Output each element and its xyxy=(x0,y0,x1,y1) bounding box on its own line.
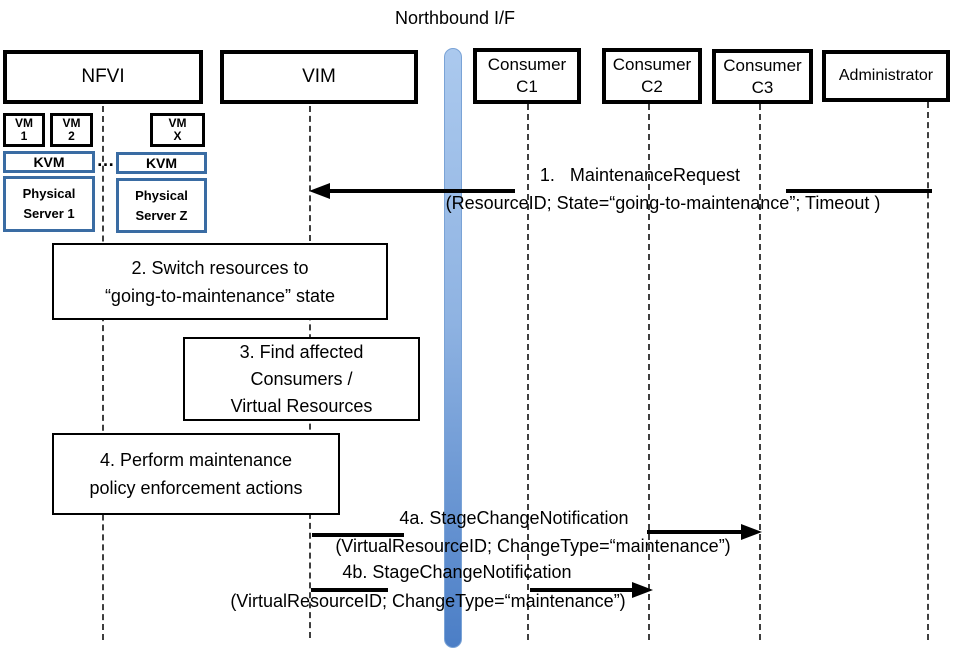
ellipsis-between-servers: … xyxy=(96,150,116,170)
physical-server-1-line2: Server 1 xyxy=(23,206,75,221)
actor-consumer-c1: Consumer C1 xyxy=(473,48,581,104)
vm-x-box: VM X xyxy=(150,113,205,147)
message-4a-params: (VirtualResourceID; ChangeType=“maintena… xyxy=(335,536,731,556)
message-4a-label: 4a. StageChangeNotification xyxy=(399,508,629,528)
vm-1-line2: 1 xyxy=(20,129,28,143)
message-4b-label: 4b. StageChangeNotification xyxy=(342,562,572,582)
actor-nfvi-label: NFVI xyxy=(81,66,125,87)
lifeline-consumer-c1 xyxy=(527,104,529,640)
actor-consumer-c1-line2: C1 xyxy=(516,77,538,96)
step-3-line2: Consumers / xyxy=(250,368,353,389)
arrow-1-line-left xyxy=(323,189,515,193)
vm-1-line1: VM xyxy=(15,116,33,130)
step-4-line1: 4. Perform maintenance xyxy=(99,450,293,470)
arrow-4a-line-left xyxy=(312,533,404,537)
step-2-line1: 2. Switch resources to xyxy=(131,257,309,278)
actor-vim-label: VIM xyxy=(302,66,336,87)
arrow-4b-line-right xyxy=(530,588,633,592)
vm-x-line2: X xyxy=(173,129,182,143)
actor-consumer-c2-line1: Consumer xyxy=(612,55,692,74)
actor-consumer-c3-line1: Consumer xyxy=(723,55,802,75)
actor-administrator: Administrator xyxy=(822,50,950,102)
actor-vim: VIM xyxy=(220,50,418,104)
step-3-line3: Virtual Resources xyxy=(230,395,373,416)
step-4-line2: policy enforcement actions xyxy=(89,478,303,498)
vm-2-line1: VM xyxy=(62,116,81,130)
step-2-box: 2. Switch resources to “going-to-mainten… xyxy=(52,243,388,320)
kvm-right-label: KVM xyxy=(145,155,178,171)
kvm-left-label: KVM xyxy=(33,154,65,170)
lifeline-administrator xyxy=(927,102,929,640)
diagram-title: Northbound I/F xyxy=(394,8,516,28)
message-1-params: (ResourceID; State=“going-to-maintenance… xyxy=(445,193,881,213)
vm-2-box: VM 2 xyxy=(50,113,93,147)
actor-consumer-c3: Consumer C3 xyxy=(712,49,813,104)
physical-server-z-box: Physical Server Z xyxy=(116,178,207,233)
actor-consumer-c2-line2: C2 xyxy=(641,77,663,96)
lifeline-consumer-c3 xyxy=(759,104,761,640)
vm-x-line1: VM xyxy=(168,116,187,130)
arrow-4b-head-right xyxy=(632,582,653,598)
vm-2-line2: 2 xyxy=(68,129,75,143)
actor-consumer-c1-line1: Consumer xyxy=(487,55,567,74)
step-3-box: 3. Find affected Consumers / Virtual Res… xyxy=(183,337,420,421)
physical-server-z-line2: Server Z xyxy=(135,207,188,223)
kvm-right-box: KVM xyxy=(116,152,207,174)
arrow-1-line-right xyxy=(786,189,932,193)
arrow-4b-line-left xyxy=(311,588,388,592)
step-3-line1: 3. Find affected xyxy=(239,341,364,362)
message-1-label: 1. MaintenanceRequest xyxy=(539,165,741,185)
actor-administrator-label: Administrator xyxy=(838,67,934,84)
physical-server-1-box: Physical Server 1 xyxy=(3,176,95,232)
step-2-line2: “going-to-maintenance” state xyxy=(104,285,336,306)
actor-consumer-c3-line2: C3 xyxy=(751,77,774,97)
step-4-box: 4. Perform maintenance policy enforcemen… xyxy=(52,433,340,515)
northbound-if-bar xyxy=(444,48,462,648)
vm-1-box: VM 1 xyxy=(3,113,45,147)
arrow-4a-line-right xyxy=(647,530,743,534)
arrow-4a-head-right xyxy=(741,524,762,540)
physical-server-z-line1: Physical xyxy=(135,187,188,203)
actor-consumer-c2: Consumer C2 xyxy=(602,48,702,104)
message-4b-params: (VirtualResourceID; ChangeType=“maintena… xyxy=(230,591,626,611)
kvm-left-box: KVM xyxy=(3,151,95,173)
actor-nfvi: NFVI xyxy=(3,50,203,104)
lifeline-consumer-c2 xyxy=(648,104,650,640)
physical-server-1-line1: Physical xyxy=(22,186,76,201)
lifeline-nfvi xyxy=(102,106,104,640)
arrow-1-head-left xyxy=(309,183,330,199)
